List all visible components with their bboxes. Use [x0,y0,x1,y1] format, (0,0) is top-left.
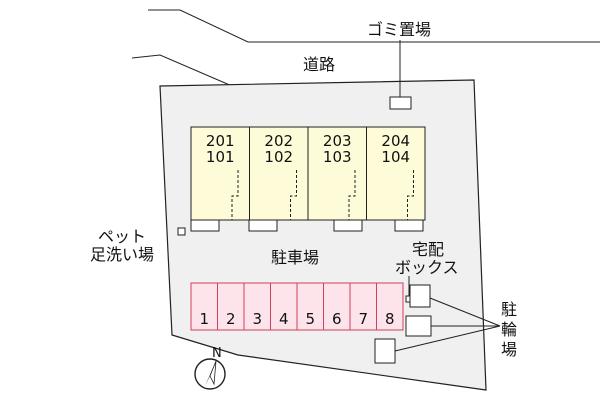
pet-foot-wash-label-2: 足洗い場 [90,245,155,264]
bike-parking-label-2: 輪 [501,320,518,339]
parking-space-number: 2 [225,310,236,328]
unit-lower-number: 102 [264,148,294,166]
parking-space-number: 5 [305,310,316,328]
parking-space-number: 3 [252,310,263,328]
apartment-building [190,126,426,232]
unit-partition-3 [348,170,356,220]
parking-label: 駐車場 [271,248,320,267]
unit-entrance-3 [333,219,363,232]
road-label: 道路 [303,55,336,74]
parking-space-number: 8 [384,310,395,328]
unit-entrance-2 [248,219,278,232]
parking-lot [190,282,404,331]
bike-parking-label-3: 場 [501,340,518,359]
unit-block-1 [190,126,250,221]
delivery-box-label-1: 宅配 [412,240,445,259]
parking-space-number: 6 [331,310,342,328]
unit-upper-number: 201 [205,132,235,150]
bike-parking-area-1 [409,284,431,308]
unit-block-4 [366,126,426,221]
unit-partition-4 [407,170,414,220]
parking-space-number: 1 [199,310,210,328]
unit-upper-number: 202 [264,132,294,150]
unit-partition-2 [290,170,297,220]
road-edge-upper [148,9,600,43]
unit-lower-number: 103 [322,148,352,166]
unit-entrance-4 [394,219,424,232]
unit-upper-number: 203 [322,132,352,150]
unit-block-2 [249,126,309,221]
parking-space-6 [323,282,351,331]
bike-leader-line-1 [429,297,501,327]
unit-block-3 [307,126,367,221]
parking-space-3 [243,282,271,331]
parking-space-2 [217,282,245,331]
bike-parking-area-2 [405,315,432,337]
north-label: N [212,346,222,361]
pet-foot-wash-marker [177,227,186,236]
delivery-box-label-2: ボックス [395,258,459,277]
bike-parking-label-1: 駐 [501,300,518,319]
unit-entrance-1 [190,219,220,232]
parking-space-8 [376,282,404,331]
unit-lower-number: 104 [381,148,411,166]
parking-space-5 [296,282,324,331]
parking-space-1 [190,282,218,331]
parking-space-number: 4 [278,310,289,328]
north-arrow-icon [194,358,226,390]
unit-lower-number: 101 [205,148,235,166]
parking-space-number: 7 [358,310,369,328]
pet-foot-wash-label-1: ペット [98,227,147,246]
parking-space-7 [349,282,377,331]
unit-upper-number: 204 [381,132,411,150]
road-edge-lower [131,54,233,87]
garbage-area [389,96,412,110]
bike-leader-line-3 [394,325,501,352]
garbage-area-label: ゴミ置場 [367,20,432,39]
bike-parking-area-3 [374,338,396,364]
unit-partition-1 [231,170,239,220]
